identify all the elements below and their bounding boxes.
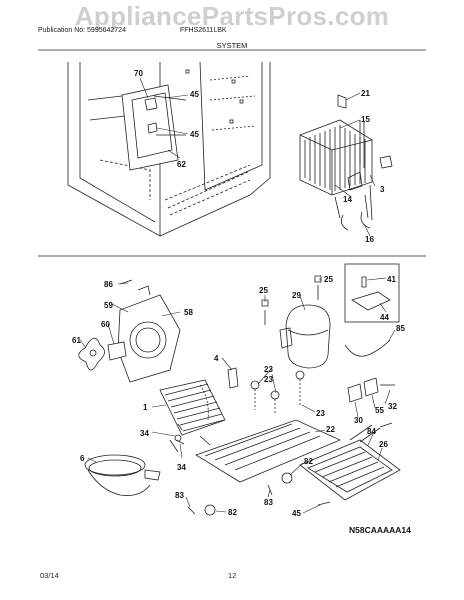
evaporator-cover xyxy=(121,84,187,171)
watermark-logo: AppliancePartsPros.com xyxy=(74,1,390,31)
condenser-coil xyxy=(159,379,226,453)
callout-45-top: 45 xyxy=(190,90,199,99)
callout-58: 58 xyxy=(184,308,193,317)
callout-30: 30 xyxy=(354,416,363,425)
callout-45-mid: 45 xyxy=(190,130,199,139)
callout-34-left: 34 xyxy=(140,429,149,438)
callout-60: 60 xyxy=(101,320,110,329)
callout-23-top: 23 xyxy=(264,365,273,374)
callout-41: 41 xyxy=(387,275,396,284)
callout-83-mid: 83 xyxy=(264,498,273,507)
model-number: FFHS2611LBK xyxy=(180,27,227,34)
power-cord xyxy=(84,454,161,496)
callout-86: 86 xyxy=(104,280,113,289)
fan-shroud xyxy=(117,285,181,383)
callout-59: 59 xyxy=(104,301,113,310)
section-title: SYSTEM xyxy=(216,41,248,50)
callout-22: 22 xyxy=(326,425,335,434)
callout-23-mid: 23 xyxy=(264,375,273,384)
callout-34-bottom: 34 xyxy=(177,463,186,472)
compressor xyxy=(261,275,331,369)
callout-1: 1 xyxy=(143,403,148,412)
fan-motor-and-blade xyxy=(78,337,127,371)
callout-16: 16 xyxy=(365,235,374,244)
callout-62: 62 xyxy=(177,160,186,169)
callout-3: 3 xyxy=(380,185,385,194)
diagram-code: N58CAAAAA14 xyxy=(349,525,411,535)
callout-21: 21 xyxy=(361,89,370,98)
tubing-and-fittings xyxy=(227,339,395,403)
drain-pan xyxy=(299,424,401,501)
callout-45-bottom: 45 xyxy=(292,509,301,518)
callout-26: 26 xyxy=(379,440,388,449)
callout-85: 85 xyxy=(396,324,405,333)
evaporator-coil xyxy=(299,94,393,231)
callout-25-right: 25 xyxy=(324,275,333,284)
callout-6: 6 xyxy=(80,454,85,463)
callout-25-left: 25 xyxy=(259,286,268,295)
callout-44: 44 xyxy=(380,313,389,322)
footer-page-number: 12 xyxy=(228,571,237,580)
inset-detail-box xyxy=(344,263,400,323)
callout-29: 29 xyxy=(292,291,301,300)
callout-55: 55 xyxy=(375,406,384,415)
callout-4: 4 xyxy=(214,354,219,363)
callout-82-bottom: 82 xyxy=(228,508,237,517)
callout-70: 70 xyxy=(134,69,143,78)
leader-lines xyxy=(79,77,396,514)
compressor-base-pan xyxy=(195,370,341,483)
callout-84: 84 xyxy=(367,427,376,436)
footer-date: 03/14 xyxy=(40,571,59,580)
callout-14: 14 xyxy=(343,195,352,204)
callout-15: 15 xyxy=(361,115,370,124)
callout-83-left: 83 xyxy=(175,491,184,500)
callout-labels: 70 45 45 62 21 15 14 3 16 86 59 58 60 61… xyxy=(72,69,411,535)
callout-82-right: 82 xyxy=(304,457,313,466)
cabinet-drawing xyxy=(67,61,271,237)
callout-23-right: 23 xyxy=(316,409,325,418)
publication-number: Publication No: 5995642724 xyxy=(38,27,126,34)
callout-61: 61 xyxy=(72,336,81,345)
callout-32: 32 xyxy=(388,402,397,411)
